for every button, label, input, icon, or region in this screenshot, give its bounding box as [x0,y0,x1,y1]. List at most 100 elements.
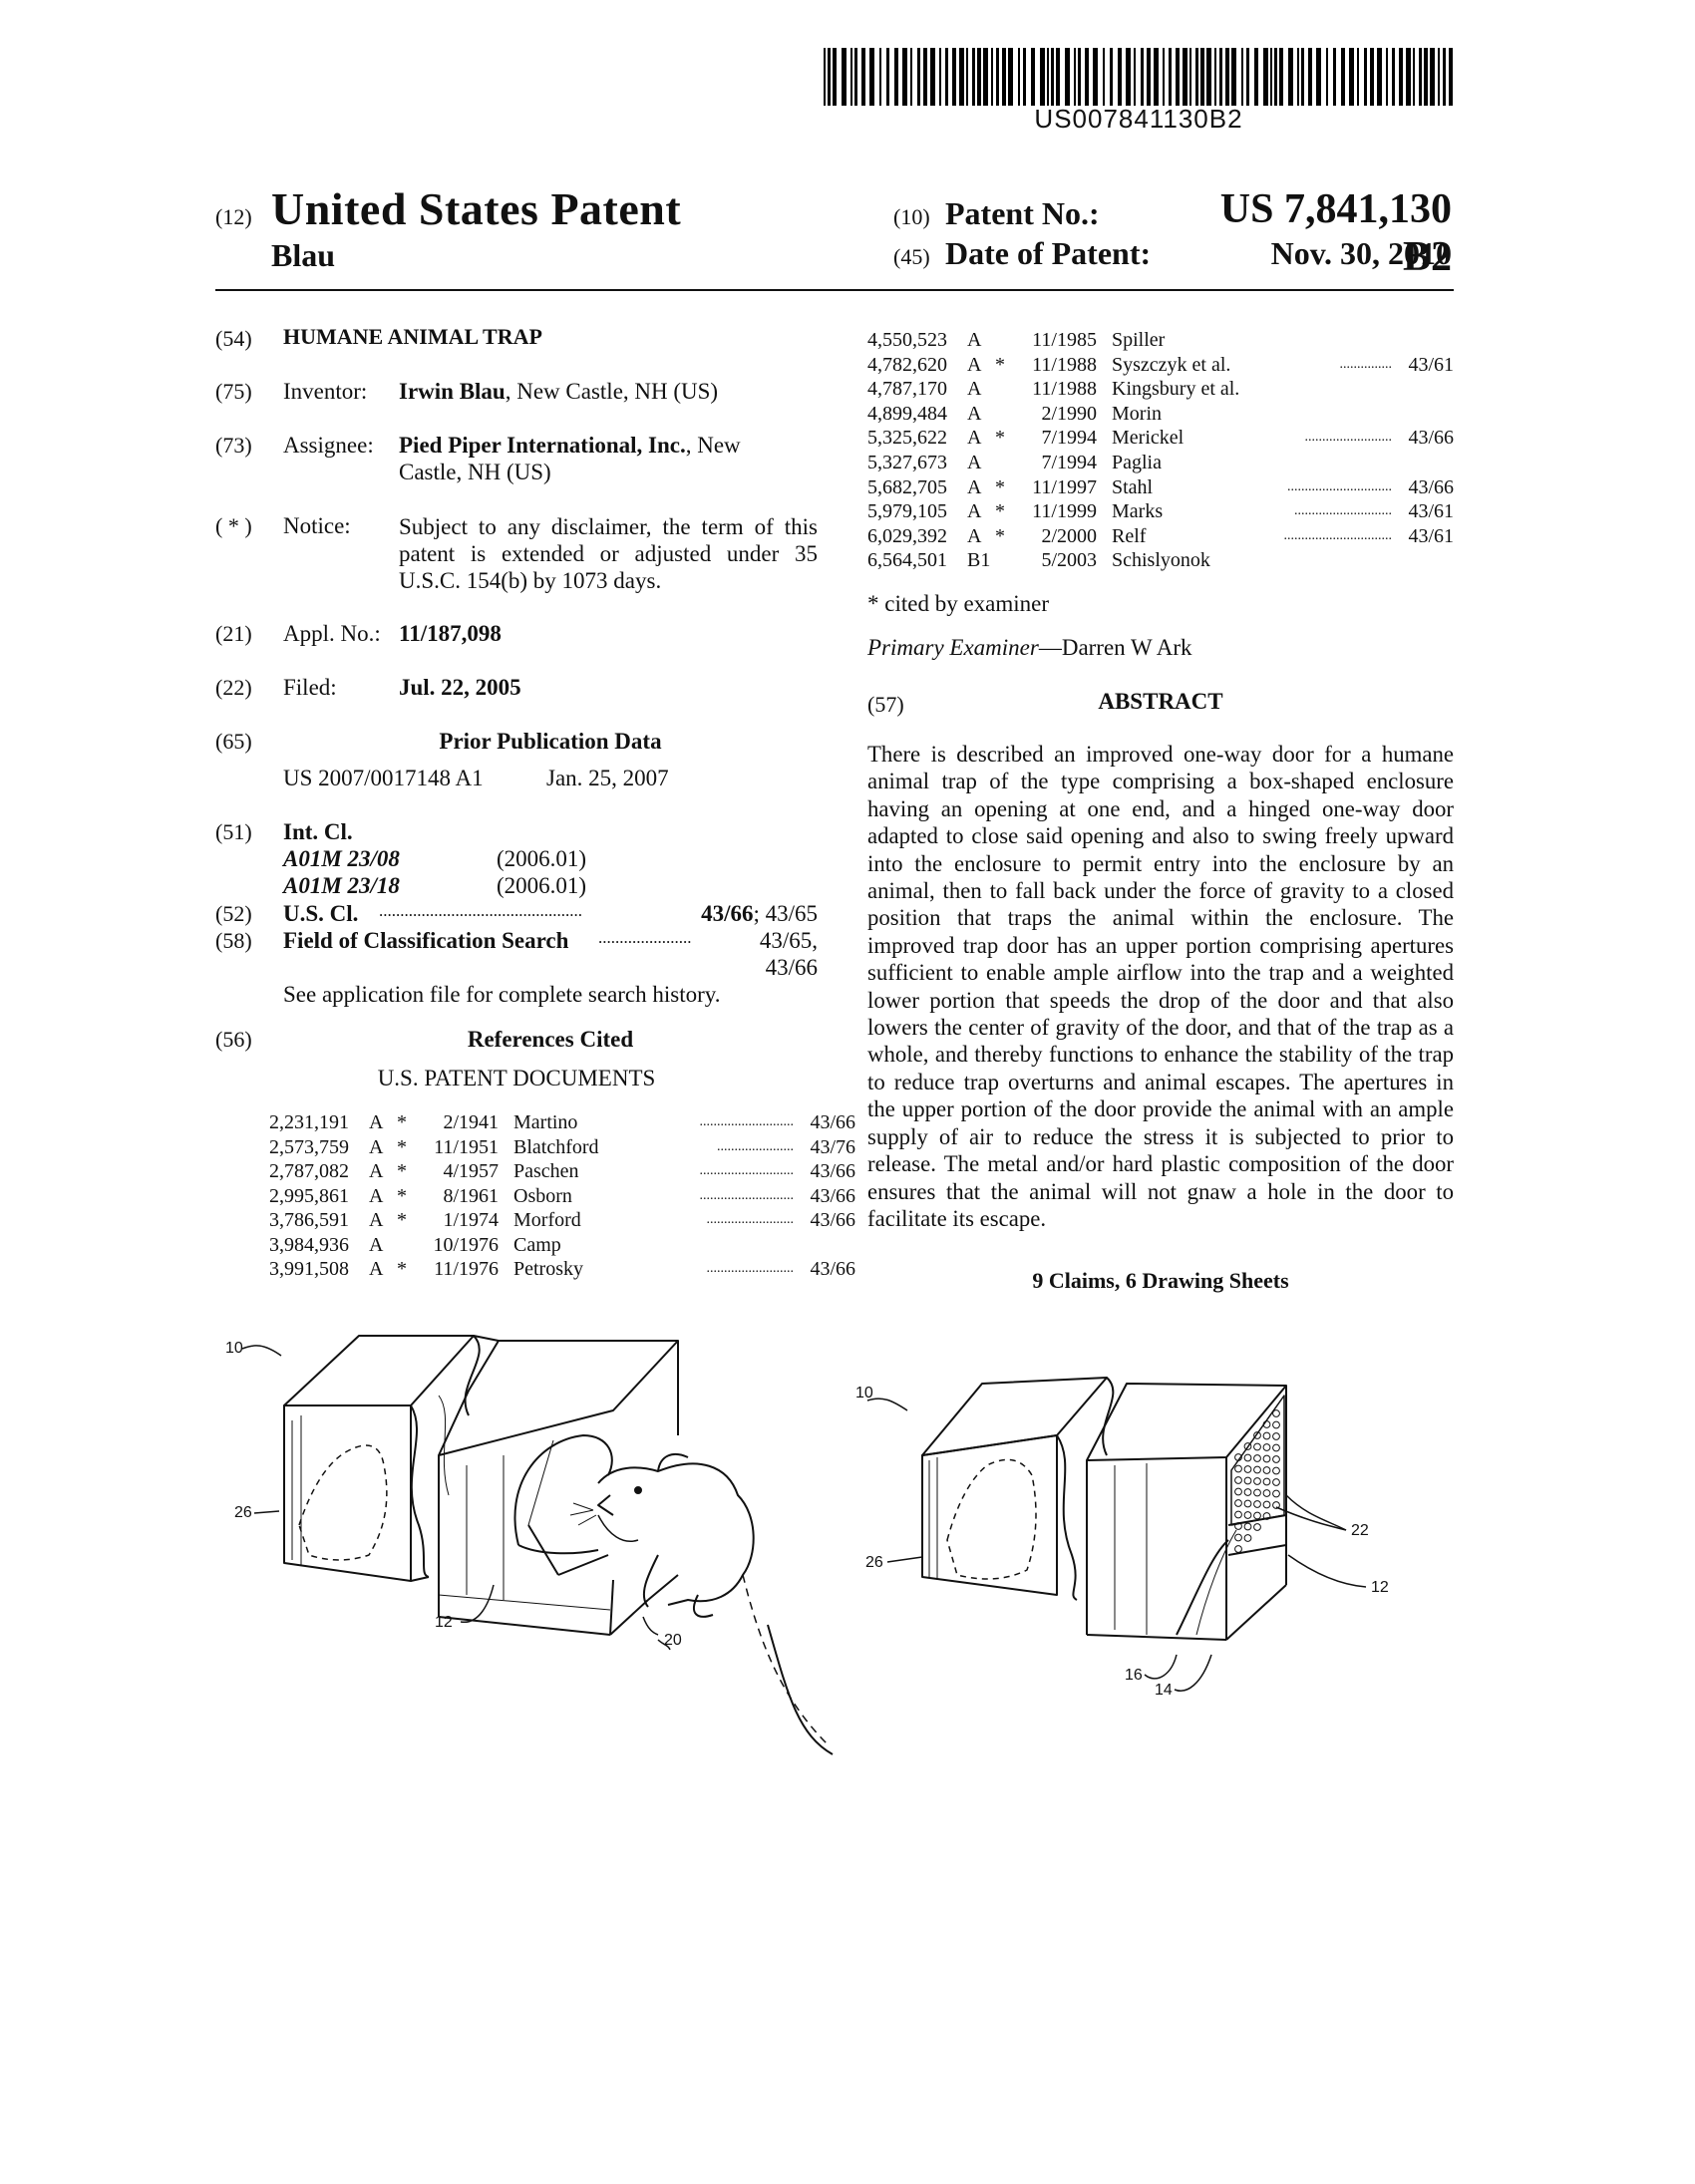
aperture-hole [1272,1455,1280,1463]
reference-number: 5,327,673 [867,452,947,473]
reference-date: 1/1974 [443,1209,499,1231]
barcode-bar [1074,48,1076,106]
ref-label-20-left: 20 [664,1632,682,1649]
field-search-value-1: 43/65, [759,928,818,953]
barcode-bar [902,48,907,106]
aperture-hole [1262,1443,1271,1451]
reference-name: Stahl [1112,475,1154,498]
field-search-value-2: 43/66 [765,955,818,980]
reference-star: * [995,427,1005,450]
barcode-bar [1065,48,1070,106]
intcl-version-1: (2006.01) [497,846,587,871]
code-58: (58) [215,928,252,953]
barcode-bar [1370,48,1374,106]
barcode-bar [1002,48,1006,106]
header-rule [215,289,1454,291]
reference-name: Kingsbury et al. [1112,378,1240,401]
intcl-class-2: A01M 23/18 [283,873,400,898]
uscl-value: 43/66; 43/65 [674,901,818,927]
appl-label: Appl. No.: [283,621,381,646]
reference-kind: A [967,329,982,351]
reference-name: Morin [1112,402,1162,425]
inventor-line: Irwin Blau, New Castle, NH (US) [399,379,718,405]
reference-class: 43/61 [1408,500,1454,523]
barcode-bar [1176,48,1180,106]
reference-name: Marks [1112,500,1164,523]
barcode-bar [1023,48,1026,106]
notice-label: Notice: [283,513,351,538]
reference-kind: A [369,1111,384,1133]
reference-number: 4,787,170 [867,378,947,401]
reference-number: 3,984,936 [269,1233,349,1256]
reference-star: * [397,1135,407,1158]
reference-number: 4,899,484 [867,402,947,425]
barcode-number: US007841130B2 [1034,104,1243,134]
aperture-hole [1262,1500,1271,1509]
reference-star: * [995,524,1005,547]
reference-kind: B1 [967,549,991,572]
aperture-hole [1253,1431,1261,1439]
reference-name: Camp [513,1233,561,1256]
barcode-bar [1349,48,1354,106]
reference-kind: A [967,402,982,425]
intcl-class-1: A01M 23/08 [283,846,400,871]
reference-dots: ............................ [1294,503,1392,519]
code-54: (54) [215,326,252,351]
reference-number: 5,979,105 [867,500,947,523]
intcl-version-2: (2006.01) [497,873,587,898]
reference-number: 2,787,082 [269,1160,349,1182]
assignee-line: Pied Piper International, Inc., New [399,433,741,459]
barcode-bar [1430,48,1435,106]
barcode-bar [959,48,964,106]
barcode-bar [1254,48,1258,106]
aperture-hole [1253,1477,1261,1485]
aperture-hole [1262,1431,1271,1440]
reference-kind: A [967,378,982,401]
barcode-bar [1449,48,1453,106]
barcode-bar [1308,48,1312,106]
abstract-text: There is described an improved one-way d… [867,742,1454,1231]
reference-star: * [397,1258,407,1280]
reference-dots: ......................... [706,1212,795,1227]
code-21: (21) [215,621,252,646]
reference-kind: A [967,452,982,473]
barcode-bar [854,48,857,106]
aperture-hole [1253,1523,1261,1531]
barcode-bar [1200,48,1204,106]
inventor-location: , New Castle, NH (US) [505,379,719,404]
assignee-location: Castle, NH (US) [399,460,551,484]
aperture-hole [1272,1489,1280,1498]
us-patent-documents-heading: U.S. PATENT DOCUMENTS [377,1066,656,1091]
reference-number: 2,231,191 [269,1111,349,1133]
inventor-surname: Blau [271,237,336,273]
barcode-bar [1274,48,1277,106]
reference-number: 4,782,620 [867,353,947,376]
references-heading: References Cited [467,1027,634,1052]
reference-class: 43/66 [810,1160,855,1182]
reference-star: * [995,475,1005,498]
barcode-bar [966,48,968,106]
reference-date: 11/1988 [1032,353,1097,376]
reference-class: 43/76 [810,1135,855,1158]
reference-number: 6,029,392 [867,524,947,547]
reference-date: 8/1961 [443,1184,499,1207]
barcode-bar [991,48,993,106]
aperture-hole [1272,1432,1280,1440]
aperture-hole [1262,1477,1271,1486]
reference-kind: A [369,1184,384,1207]
reference-date: 2/1941 [443,1111,499,1133]
reference-date: 2/1990 [1041,402,1097,425]
reference-class: 43/66 [810,1258,855,1280]
barcode-bar [1126,48,1131,106]
reference-date: 10/1976 [433,1233,499,1256]
barcode-bar [850,48,852,106]
reference-kind: A [967,500,982,523]
barcode-bar [1301,48,1304,106]
reference-dots: ........................... [699,1187,795,1203]
